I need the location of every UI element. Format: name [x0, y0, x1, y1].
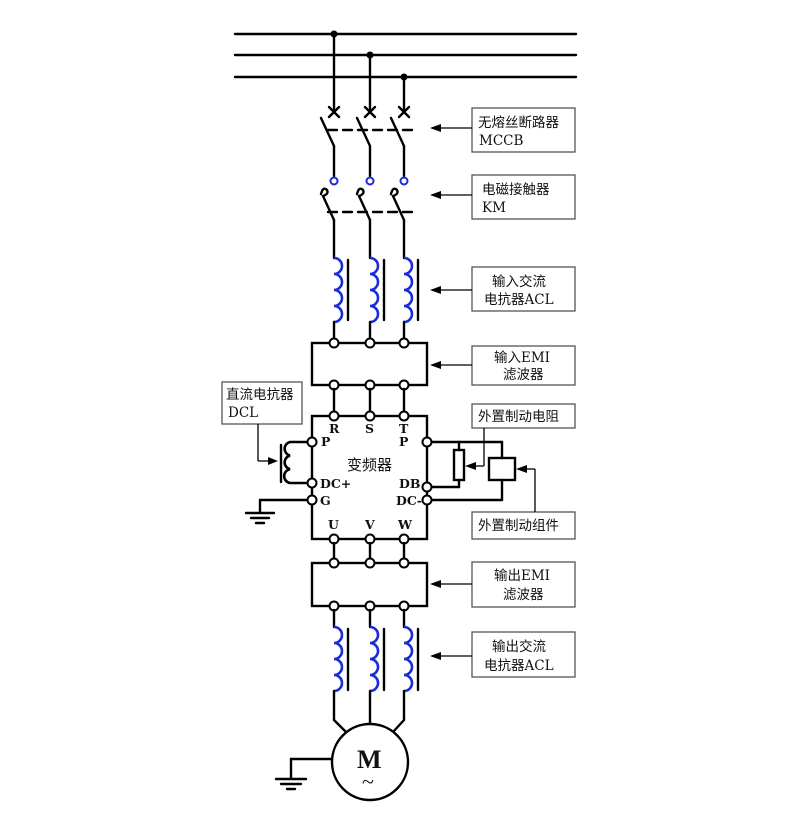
power-bus [233, 30, 578, 81]
svg-text:输出交流: 输出交流 [492, 638, 546, 655]
arrow-icon [516, 465, 527, 473]
svg-text:KM: KM [482, 200, 506, 216]
contactor-terminal [365, 176, 375, 186]
arrow-icon [430, 580, 441, 588]
svg-text:滤波器: 滤波器 [503, 587, 544, 603]
brake-unit-icon [487, 456, 517, 482]
input-ac-reactor [332, 256, 420, 344]
arrow-icon [430, 191, 441, 199]
terminal-db: DB [399, 476, 420, 491]
svg-text:输入交流: 输入交流 [492, 273, 546, 290]
terminal-t: T [399, 421, 409, 436]
reactor-coil-icon [333, 625, 344, 693]
terminal-s: S [365, 421, 374, 436]
arrow-icon [430, 286, 441, 294]
label-brake-resistor: 外置制动电阻 [465, 403, 576, 470]
inverter: R S T P DC+ G P DB DC- 变频器 U V W [306, 410, 433, 545]
input-emi-filter [310, 337, 429, 414]
dc-reactor-coil-icon [282, 440, 291, 485]
ground-icon [244, 511, 276, 525]
motor-ac-symbol: ~ [362, 769, 374, 794]
reactor-coil-icon [403, 256, 414, 324]
svg-text:外置制动组件: 外置制动组件 [478, 518, 559, 534]
terminal-p-left: P [321, 434, 331, 449]
mccb-breaker [319, 32, 414, 178]
output-ac-reactor [332, 625, 420, 734]
inverter-title: 变频器 [347, 456, 392, 474]
terminal-u: U [328, 517, 339, 532]
motor-icon [330, 722, 410, 802]
svg-text:直流电抗器: 直流电抗器 [226, 387, 294, 403]
terminal-r: R [329, 421, 340, 436]
svg-text:DCL: DCL [228, 405, 258, 421]
arrow-icon [430, 361, 441, 369]
terminal-dc-minus: DC- [396, 493, 422, 508]
contactor-km [319, 176, 414, 260]
terminal-dc-plus: DC+ [320, 476, 351, 491]
dc-reactor [279, 440, 309, 485]
output-emi-filter [310, 557, 429, 629]
brake-resistor-icon [452, 448, 466, 482]
reactor-coil-icon [369, 625, 380, 693]
contactor-terminal [329, 176, 339, 186]
label-output-acl: 输出交流 电抗器ACL [430, 631, 576, 678]
terminal-p-right: P [399, 434, 409, 449]
svg-text:MCCB: MCCB [479, 133, 523, 149]
label-input-acl: 输入交流 电抗器ACL [430, 266, 576, 312]
label-mccb: 无熔丝断路器 MCCB [430, 107, 576, 153]
arrow-icon [465, 462, 476, 470]
motor: M ~ [274, 722, 410, 802]
terminal-v: V [364, 517, 375, 532]
arrow-icon [268, 457, 278, 465]
label-output-emi: 输出EMI 滤波器 [430, 561, 576, 608]
svg-text:滤波器: 滤波器 [503, 367, 544, 383]
svg-text:外置制动电阻: 外置制动电阻 [478, 409, 559, 425]
contactor-terminal [399, 176, 409, 186]
label-contactor: 电磁接触器 KM [430, 174, 576, 220]
svg-text:输入EMI: 输入EMI [494, 350, 550, 366]
svg-text:电抗器ACL: 电抗器ACL [484, 292, 554, 308]
reactor-coil-icon [369, 256, 380, 324]
terminal-w: W [397, 517, 413, 532]
ground-icon [274, 777, 308, 791]
braking-circuit [430, 440, 517, 502]
svg-text:无熔丝断路器: 无熔丝断路器 [478, 115, 559, 131]
label-dcl: 直流电抗器 DCL [221, 381, 303, 465]
reactor-coil-icon [333, 256, 344, 324]
terminal-g: G [320, 493, 331, 508]
inverter-ground [244, 498, 309, 525]
breaker-x-icon [327, 105, 411, 119]
label-brake-unit: 外置制动组件 [471, 465, 576, 540]
svg-text:电抗器ACL: 电抗器ACL [484, 658, 554, 674]
arrow-icon [430, 652, 441, 660]
label-input-emi: 输入EMI 滤波器 [430, 345, 576, 386]
motor-symbol: M [357, 745, 382, 774]
arrow-icon [430, 124, 441, 132]
reactor-coil-icon [403, 625, 414, 693]
svg-text:电磁接触器: 电磁接触器 [482, 181, 550, 198]
svg-text:输出EMI: 输出EMI [494, 568, 550, 584]
